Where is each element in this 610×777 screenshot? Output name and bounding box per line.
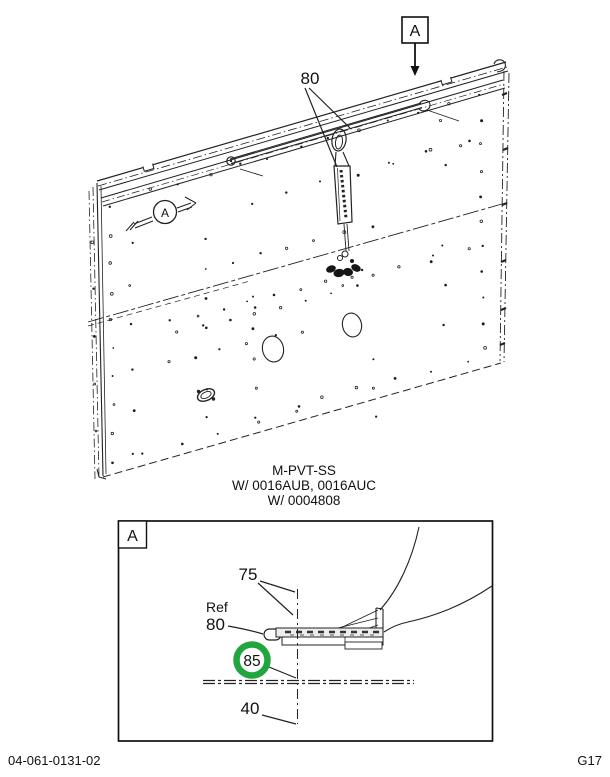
corner-hook: [493, 59, 506, 73]
ref-label: Ref: [206, 599, 228, 615]
caption-line-1: M-PVT-SS: [272, 463, 336, 478]
strap-assembly: [326, 128, 361, 278]
detail-view-a: A 75: [117, 520, 494, 742]
callout-75: 75: [239, 565, 296, 616]
track-tube: [226, 99, 460, 177]
detail-marker-box: [117, 520, 148, 549]
highlight-circle: [233, 641, 271, 679]
detail-view-label: A: [127, 528, 138, 545]
callout-40: 40: [241, 699, 297, 725]
caption-line-2: W/ 0016AUB, 0016AUC: [232, 478, 376, 493]
page-footer: 04-061-0131-02 G17: [8, 753, 602, 768]
grommet-hole: [196, 388, 216, 402]
detail-marker-label: A: [410, 23, 421, 40]
rail-notch: [440, 77, 453, 86]
callout-80-leader: [227, 625, 264, 635]
callout-85-label: 85: [243, 653, 260, 670]
tube-end-bracket: [418, 99, 431, 112]
caption-line-3: W/ 0004808: [268, 493, 341, 508]
callout-75-leader: [257, 582, 294, 616]
callout-80-detail-label: 80: [206, 615, 225, 634]
callout-80-main: 80: [301, 69, 351, 168]
horizontal-centerline: [203, 679, 414, 685]
tube-end-cap: [226, 156, 236, 166]
strap-stitching: [339, 169, 348, 219]
view-direction-label: A: [161, 206, 169, 220]
callout-75-label: 75: [239, 565, 258, 584]
callout-85-leader: [268, 666, 297, 679]
callout-85-highlighted: 85: [233, 641, 297, 679]
track-detail: [263, 607, 384, 650]
rivet-dots: [90, 93, 487, 465]
callout-40-leader: [261, 714, 297, 725]
track-lower-rail: [281, 636, 384, 646]
corner-hook: [96, 468, 107, 480]
detail-view-border: [117, 520, 494, 742]
main-assembly-view: A: [87, 16, 510, 508]
main-view-caption: M-PVT-SS W/ 0016AUB, 0016AUC W/ 0004808: [232, 463, 376, 508]
callout-80-leader: [308, 87, 351, 129]
rail-notch: [142, 163, 155, 172]
panel-seam-line: [87, 203, 503, 323]
view-direction-arrow-icon: [125, 196, 197, 232]
oval-hole: [341, 312, 363, 338]
footer-document-number: 04-061-0131-02: [8, 753, 101, 768]
callout-75-leader: [259, 580, 296, 593]
callout-80-label: 80: [301, 69, 320, 88]
callout-80-leader: [304, 87, 338, 168]
callout-ref-80: Ref 80: [206, 599, 264, 635]
panel-holes: [196, 312, 363, 402]
view-direction-circle: [152, 199, 178, 225]
strap-ring: [331, 128, 347, 152]
panel-outline: [87, 59, 510, 480]
pillar-curves: [379, 526, 493, 633]
view-direction-indicator: A: [125, 196, 197, 232]
footer-page-code: G17: [577, 753, 602, 768]
oval-hole: [261, 335, 285, 363]
callout-40-label: 40: [241, 699, 260, 718]
detail-marker-arrowhead-icon: [410, 66, 420, 76]
strap-connector-cluster: [326, 259, 361, 278]
detail-cut-marker: A: [401, 16, 429, 76]
